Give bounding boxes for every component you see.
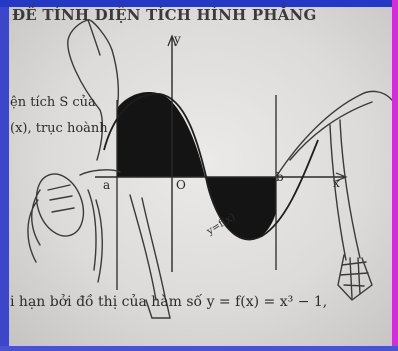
page-heading: ĐỀ TÍNH DIỆN TÍCH HÌNH PHẲNG bbox=[12, 6, 317, 24]
point-b-label: b bbox=[276, 170, 284, 184]
function-curve bbox=[103, 93, 319, 241]
frame-bar-top bbox=[0, 0, 398, 7]
y-axis-arrow bbox=[167, 34, 177, 47]
frame-bar-bottom bbox=[0, 346, 398, 351]
x-axis-arrow bbox=[335, 172, 348, 182]
frame-bar-right bbox=[392, 0, 398, 351]
caption-text: i hạn bởi đồ thị của hàm số y = f(x) = x… bbox=[10, 294, 328, 310]
point-a-label: a bbox=[103, 178, 111, 192]
y-axis-label: y bbox=[174, 32, 181, 46]
frame-bar-left bbox=[0, 0, 9, 351]
shaded-area-right bbox=[205, 177, 276, 241]
text-line-1: ện tích S của bbox=[10, 95, 96, 110]
origin-label: O bbox=[176, 178, 186, 192]
shaded-area-left bbox=[117, 92, 205, 177]
x-axis-label: x bbox=[333, 176, 340, 190]
text-line-2: (x), trục hoành bbox=[10, 121, 108, 136]
doodle-figure bbox=[27, 19, 393, 319]
